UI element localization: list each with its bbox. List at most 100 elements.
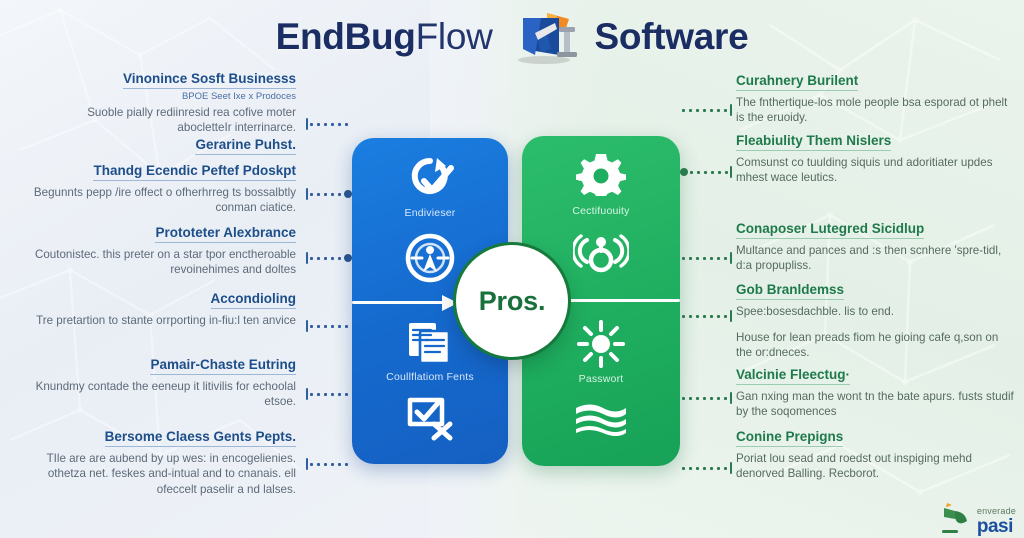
right-item-2-body: Comsunst co tuulding siquis und adoritia… [736, 156, 993, 185]
sun-brightness-icon [577, 320, 625, 368]
left-item-1-heading: Vinonince Sosft Businesss [122, 71, 296, 89]
blue-connector-arrow-icon [442, 295, 458, 311]
blue-connector-stub [352, 301, 450, 304]
blue-item-4[interactable] [352, 394, 508, 442]
left-item-1: Vinonince Sosft Businesss BPOE Seet Ixe … [30, 70, 296, 136]
title-text-right: Software [595, 16, 749, 58]
right-connector-6-tick [730, 462, 732, 474]
left-connector-5 [306, 388, 352, 400]
left-connector-6-dots [308, 462, 352, 466]
left-item-7-heading: Bersome Claess Gents Pepts. [104, 429, 296, 447]
blue-item-1-label: Endivieser [404, 207, 456, 219]
brand-big-text: pasi [976, 516, 1014, 537]
right-item-1-body: The fnthertique-los mole people bsa espo… [736, 96, 1008, 125]
left-item-1-body: Suoble pially rediinresid rea cofive mot… [87, 106, 296, 135]
left-connector-4-dots [308, 324, 352, 328]
left-connector-3-knob [344, 254, 352, 262]
right-connector-1-tick [730, 104, 732, 116]
right-connector-2-knob [680, 168, 688, 176]
right-item-7: Conine Prepigns Poriat lou sead and roed… [736, 428, 1014, 482]
right-item-1-heading: Curahnery Burilent [736, 73, 859, 91]
pros-hub-badge: Pros. [456, 245, 568, 357]
left-connector-6-tick [306, 458, 308, 470]
left-connector-2 [306, 188, 352, 200]
green-item-3[interactable]: Passwort [522, 320, 680, 385]
left-connector-4-tick [306, 320, 308, 332]
left-connector-5-tick [306, 388, 308, 400]
broadcast-person-icon [573, 234, 629, 273]
blue-item-3-label: Coullflatiom Fents [386, 371, 474, 383]
right-item-5: House for lean preads fiom he gioing caf… [736, 330, 1014, 361]
right-item-3-heading: Conaposer Lutegred Sicidlup [736, 221, 925, 239]
title-brand-light: Flow [415, 16, 493, 57]
waves-stack-icon [576, 404, 626, 436]
green-item-1[interactable]: Cectifuouity [522, 152, 680, 217]
right-connector-3-tick [730, 252, 732, 264]
left-item-1-subheading: BPOE Seet Ixe x Prodoces [181, 91, 296, 102]
right-connector-2 [680, 166, 732, 178]
flag-monument-logo-icon [507, 9, 581, 65]
right-connector-2-dots [688, 170, 730, 174]
left-item-7: Bersome Claess Gents Pepts. TIle are are… [8, 428, 296, 497]
title-text-left: EndBugFlow [276, 16, 493, 58]
right-connector-2-tick [730, 166, 732, 178]
right-item-6-body: Gan nxing man the wont tn the bate apurs… [736, 390, 1014, 419]
left-connector-3 [306, 252, 352, 264]
left-item-4: Prototeter Alexbrance Coutonistec. this … [30, 224, 296, 278]
right-connector-5 [680, 392, 732, 404]
right-item-1: Curahnery Burilent The fnthertique-los m… [736, 72, 1014, 126]
refresh-check-icon [411, 157, 454, 194]
left-item-5-body: Tre pretartion to stante orrporting in-f… [36, 314, 296, 327]
left-connector-2-knob [344, 190, 352, 198]
left-item-3-body: Begunnts pepp /ire offect o ofherhrreg t… [33, 186, 296, 215]
blue-item-3[interactable]: Coullflatiom Fents [352, 318, 508, 383]
gear-icon [576, 154, 626, 196]
brand-watermark: enverade pasi [938, 502, 1016, 536]
blue-item-2[interactable] [352, 232, 508, 284]
right-connector-6 [680, 462, 732, 474]
left-item-3-heading: Thandg Ecendic Peftef Pdoskpt [93, 163, 296, 181]
left-item-5: Accondioling Tre pretartion to stante or… [30, 290, 296, 328]
right-connector-1-dots [680, 108, 730, 112]
pros-blue-panel: Endivieser Coullflatiom Fents [352, 138, 508, 464]
blue-item-1[interactable]: Endivieser [352, 156, 508, 219]
left-connector-6 [306, 458, 352, 470]
left-item-5-heading: Accondioling [210, 291, 296, 309]
page-title: EndBugFlow Software [0, 8, 1024, 66]
green-item-2[interactable] [522, 232, 680, 278]
left-item-4-heading: Prototeter Alexbrance [155, 225, 296, 243]
right-item-4: Gob Branldemss Spee:bosesdachble. lis to… [736, 281, 1014, 319]
right-connector-1 [680, 104, 732, 116]
green-item-1-label: Cectifuouity [572, 205, 630, 217]
leaf-flag-icon [941, 503, 967, 533]
left-item-4-body: Coutonistec. this preter on a star tpor … [34, 248, 296, 277]
left-item-2-heading: Gerarine Puhst. [195, 137, 296, 155]
right-item-5-body: House for lean preads fiom he gioing caf… [736, 331, 999, 360]
right-connector-5-dots [680, 396, 730, 400]
left-item-6-body: Knundmy contade the eeneup it litivilis … [35, 380, 296, 409]
right-connector-5-tick [730, 392, 732, 404]
left-connector-3-tick [306, 252, 308, 264]
right-item-7-heading: Conine Prepigns [736, 429, 844, 447]
left-connector-5-dots [308, 392, 352, 396]
left-connector-1 [306, 118, 352, 130]
left-item-3: Thandg Ecendic Peftef Pdoskpt Begunnts p… [30, 162, 296, 216]
title-brand-bold: EndBug [275, 16, 416, 57]
right-item-4-body: Spee:bosesdachble. lis to end. [736, 305, 894, 318]
right-item-2: Fleabiulity Them Nislers Comsunst co tuu… [736, 132, 1014, 186]
green-item-4[interactable] [522, 398, 680, 438]
title-software-word: Software [594, 16, 749, 57]
green-connector-stub [560, 299, 680, 302]
green-item-3-label: Passwort [578, 373, 624, 385]
left-connector-4 [306, 320, 352, 332]
right-connector-3-dots [680, 256, 730, 260]
left-connector-2-tick [306, 188, 308, 200]
right-connector-6-dots [680, 466, 730, 470]
left-connector-1-tick [306, 118, 308, 130]
left-connector-3-dots [308, 256, 344, 260]
right-connector-4 [680, 310, 732, 322]
right-item-3-body: Multance and pances and :s then scnhere … [736, 244, 1002, 273]
right-item-7-body: Poriat lou sead and roedst out inspiging… [736, 452, 972, 481]
left-item-7-body: TIle are are aubend by up wes: in encoge… [46, 452, 296, 496]
